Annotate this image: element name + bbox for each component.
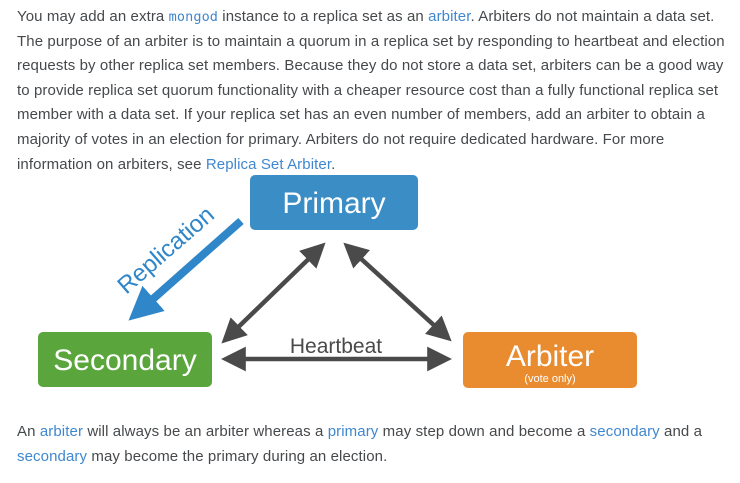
paragraph-text: . Arbiters do not maintain a data set. T…: [17, 8, 725, 173]
primary-link[interactable]: primary: [327, 423, 379, 440]
paragraph-text: instance to a replica set as an: [218, 8, 429, 25]
arbiter-node-label: Arbiter: [506, 340, 594, 373]
replica-set-diagram: Heartbeat Replication Primary Secondary …: [38, 175, 637, 388]
paragraph-text: An: [17, 423, 40, 440]
closing-paragraph: An arbiter will always be an arbiter whe…: [17, 420, 725, 469]
primary-arbiter-arrow: [343, 242, 452, 342]
secondary-link[interactable]: secondary: [589, 423, 660, 440]
heartbeat-label: Heartbeat: [290, 335, 382, 358]
paragraph-text: You may add an extra: [17, 8, 169, 25]
arbiter-link[interactable]: arbiter: [428, 8, 471, 25]
primary-node-label: Primary: [282, 187, 385, 220]
paragraph-text: may become the primary during an electio…: [87, 447, 388, 465]
arbiter-vote-only-label: (vote only): [524, 373, 575, 385]
secondary-link[interactable]: secondary: [17, 447, 88, 465]
paragraph-text: will always be an arbiter whereas a: [83, 423, 328, 440]
replication-arrow: [128, 218, 244, 321]
replica-set-arbiter-link[interactable]: Replica Set Arbiter: [205, 155, 332, 173]
paragraph-text: .: [331, 155, 336, 173]
intro-paragraph: You may add an extra mongod instance to …: [17, 5, 725, 177]
mongod-code-link[interactable]: mongod: [168, 9, 219, 25]
secondary-node-label: Secondary: [53, 344, 196, 377]
secondary-primary-arrow: [221, 242, 326, 344]
primary-node-box: [250, 175, 418, 230]
paragraph-text: may step down and become a: [378, 423, 590, 440]
paragraph-text: and a: [659, 423, 703, 440]
arbiter-link[interactable]: arbiter: [39, 423, 84, 440]
arbiter-node-box: [463, 332, 637, 388]
secondary-node-box: [38, 332, 212, 387]
